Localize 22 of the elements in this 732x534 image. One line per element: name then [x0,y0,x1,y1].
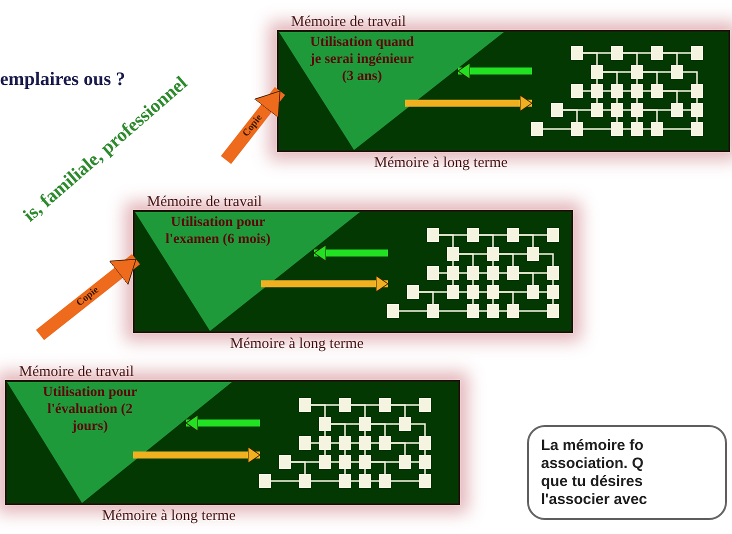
arrow [405,94,532,112]
network-drawing [531,46,703,136]
arrow [458,62,532,80]
usage-text: Utilisation quand je serai ingénieur (3 ans) [309,34,415,85]
memory-label: Mémoire de travail [291,15,406,30]
memory-label: Mémoire à long terme [374,156,508,171]
note-text: La mémoire fo association. Q que tu désires l'associer avec [541,437,648,509]
usage-text: Utilisation pour l'évaluation (2 jours) [42,384,138,435]
usage-text: Utilisation pour l'examen (6 mois) [164,214,272,248]
arrow [261,275,388,292]
arrow [36,254,140,340]
memory-label: Mémoire de travail [19,365,134,380]
memory-label: Mémoire à long terme [102,509,236,524]
note-card [527,425,727,520]
memory-label: Mémoire de travail [147,195,262,210]
network-drawing [259,398,431,488]
arrow [186,414,260,432]
arrow [220,87,286,164]
arrow [133,446,260,464]
memory-label: Mémoire à long terme [230,337,364,352]
network-drawing [387,228,559,318]
arrow [314,244,388,262]
